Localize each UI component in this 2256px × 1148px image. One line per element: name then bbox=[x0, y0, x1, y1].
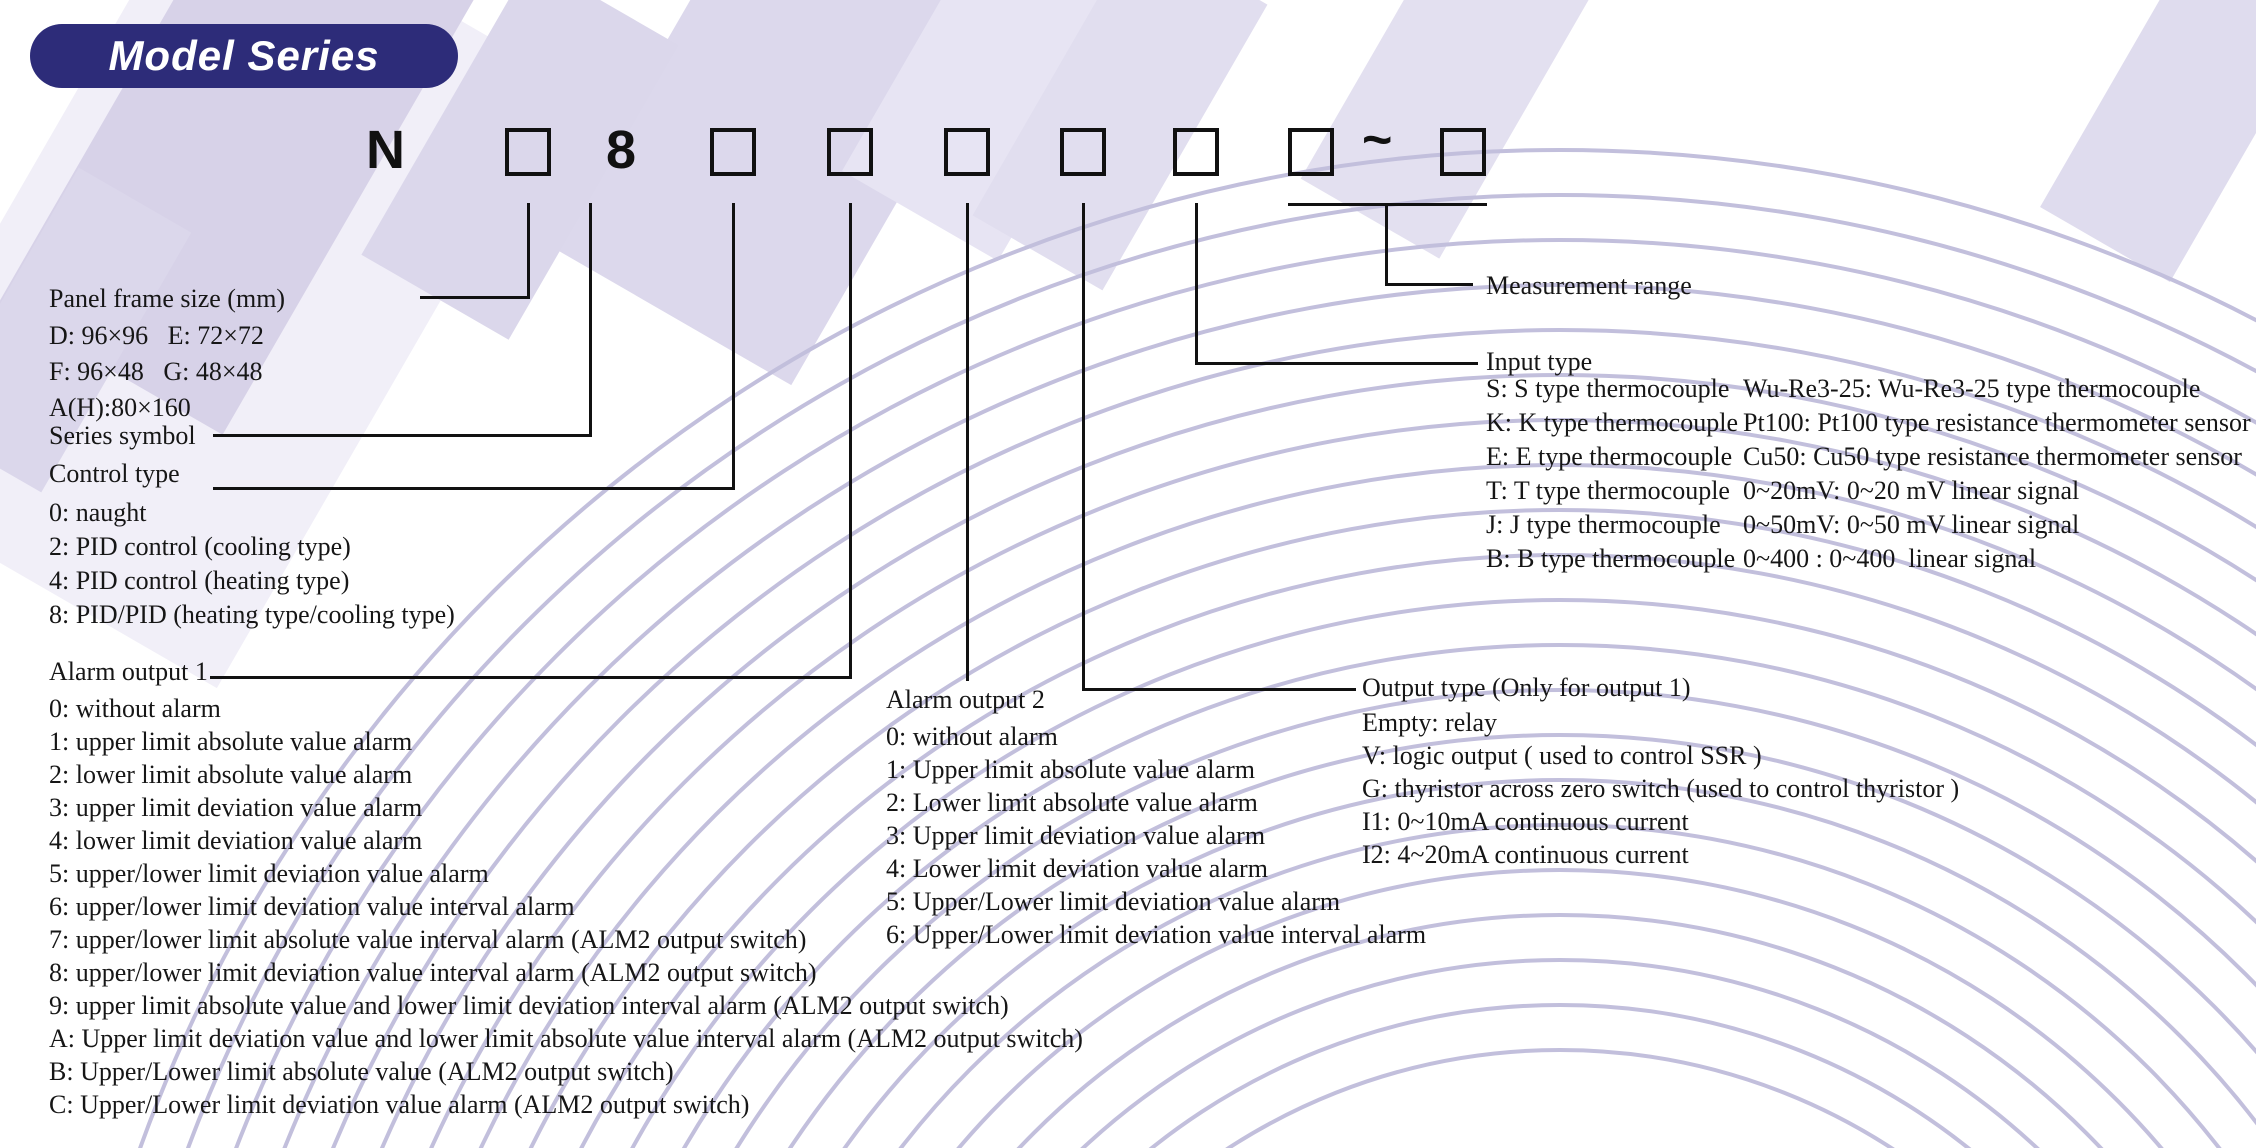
series-symbol-label: Series symbol bbox=[49, 421, 196, 450]
list-item: 0~20mV: 0~20 mV linear signal bbox=[1743, 476, 2080, 505]
connector-line bbox=[1195, 203, 1198, 365]
model-series-badge: Model Series bbox=[30, 24, 458, 88]
list-item: 0: naught bbox=[49, 498, 147, 527]
list-item: 6: Upper/Lower limit deviation value int… bbox=[886, 920, 1427, 949]
list-item: 4: lower limit deviation value alarm bbox=[49, 826, 423, 855]
connector-line bbox=[589, 203, 592, 437]
connector-line bbox=[849, 203, 852, 679]
connector-line bbox=[210, 676, 852, 679]
list-item: G: thyristor across zero switch (used to… bbox=[1362, 774, 1960, 803]
list-item: 0~50mV: 0~50 mV linear signal bbox=[1743, 510, 2080, 539]
connector-line bbox=[1385, 203, 1388, 286]
list-item: I1: 0~10mA continuous current bbox=[1362, 807, 1689, 836]
connector-line bbox=[213, 487, 735, 490]
list-item: 8: PID/PID (heating type/cooling type) bbox=[49, 600, 455, 629]
control-type-options: 0: naught 2: PID control (cooling type) 4:… bbox=[49, 496, 455, 632]
list-item: 0: without alarm bbox=[49, 694, 221, 723]
connector-line bbox=[213, 434, 592, 437]
list-item: 9: upper limit absolute value and lower … bbox=[49, 991, 1009, 1020]
model-code-fixed-digit: 8 bbox=[606, 120, 637, 180]
model-code-box-range-low bbox=[1288, 128, 1334, 176]
list-item: 1: Upper limit absolute value alarm bbox=[886, 755, 1255, 784]
connector-line bbox=[1385, 283, 1473, 286]
connector-line bbox=[1195, 362, 1478, 365]
list-item: 1: upper limit absolute value alarm bbox=[49, 727, 413, 756]
connector-line bbox=[1082, 203, 1085, 691]
list-item: 5: upper/lower limit deviation value ala… bbox=[49, 859, 489, 888]
alarm-output-2-options: 0: without alarm 1: Upper limit absolute … bbox=[886, 720, 1426, 951]
list-item: C: Upper/Lower limit deviation value ala… bbox=[49, 1090, 750, 1119]
alarm-output-1-options: 0: without alarm 1: upper limit absolute … bbox=[49, 692, 1083, 1121]
list-item: 0: without alarm bbox=[886, 722, 1058, 751]
list-item: 0~400 : 0~400 linear signal bbox=[1743, 544, 2037, 573]
model-code-box-range-high bbox=[1440, 128, 1486, 176]
connector-line bbox=[527, 203, 530, 299]
measurement-range-label: Measurement range bbox=[1486, 271, 1692, 300]
list-item: B: B type thermocouple bbox=[1486, 544, 1736, 573]
list-item: 2: lower limit absolute value alarm bbox=[49, 760, 413, 789]
input-type-options-left: S: S type thermocouple K: K type thermoco… bbox=[1486, 372, 1738, 576]
list-item: S: S type thermocouple bbox=[1486, 374, 1730, 403]
model-code-separator: ~ bbox=[1362, 111, 1393, 169]
model-code-box-panel-size bbox=[505, 128, 551, 176]
alarm-output-2-label: Alarm output 2 bbox=[886, 685, 1045, 714]
list-item: I2: 4~20mA continuous current bbox=[1362, 840, 1689, 869]
connector-line bbox=[1082, 688, 1356, 691]
list-item: K: K type thermocouple bbox=[1486, 408, 1738, 437]
list-item: J: J type thermocouple bbox=[1486, 510, 1721, 539]
model-code-box-alarm-output-1 bbox=[827, 128, 873, 176]
list-item: V: logic output ( used to control SSR ) bbox=[1362, 741, 1762, 770]
list-item: F: 96×48 G: 48×48 bbox=[49, 357, 263, 386]
connector-line bbox=[420, 296, 530, 299]
list-item: 6: upper/lower limit deviation value int… bbox=[49, 892, 575, 921]
output-type-label: Output type (Only for output 1) bbox=[1362, 673, 1691, 702]
model-code-box-input-type bbox=[1173, 128, 1219, 176]
list-item: Empty: relay bbox=[1362, 708, 1498, 737]
panel-frame-size-label: Panel frame size (mm) bbox=[49, 284, 286, 313]
connector-line bbox=[966, 203, 969, 681]
list-item: A(H):80×160 bbox=[49, 393, 191, 422]
model-code-box-alarm-output-2 bbox=[944, 128, 990, 176]
output-type-options: Empty: relay V: logic output ( used to co… bbox=[1362, 706, 1959, 871]
list-item: Pt100: Pt100 type resistance thermometer… bbox=[1743, 408, 2251, 437]
list-item: 2: PID control (cooling type) bbox=[49, 532, 351, 561]
list-item: 4: Lower limit deviation value alarm bbox=[886, 854, 1268, 883]
list-item: 3: upper limit deviation value alarm bbox=[49, 793, 423, 822]
model-code-prefix: N bbox=[366, 120, 405, 180]
list-item: 4: PID control (heating type) bbox=[49, 566, 350, 595]
model-code-box-output-type bbox=[1060, 128, 1106, 176]
control-type-label: Control type bbox=[49, 459, 180, 488]
list-item: 3: Upper limit deviation value alarm bbox=[886, 821, 1266, 850]
list-item: B: Upper/Lower limit absolute value (ALM… bbox=[49, 1057, 674, 1086]
list-item: E: E type thermocouple bbox=[1486, 442, 1733, 471]
list-item: 5: Upper/Lower limit deviation value ala… bbox=[886, 887, 1341, 916]
connector-line bbox=[732, 203, 735, 490]
list-item: T: T type thermocouple bbox=[1486, 476, 1730, 505]
list-item: 7: upper/lower limit absolute value inte… bbox=[49, 925, 807, 954]
list-item: Cu50: Cu50 type resistance thermometer s… bbox=[1743, 442, 2242, 471]
alarm-output-1-label: Alarm output 1 bbox=[49, 657, 208, 686]
input-type-label: Input type bbox=[1486, 347, 1593, 376]
list-item: D: 96×96 E: 72×72 bbox=[49, 321, 264, 350]
list-item: 8: upper/lower limit deviation value int… bbox=[49, 958, 817, 987]
model-series-badge-label: Model Series bbox=[108, 32, 380, 79]
list-item: A: Upper limit deviation value and lower… bbox=[49, 1024, 1083, 1053]
list-item: 2: Lower limit absolute value alarm bbox=[886, 788, 1258, 817]
list-item: Wu-Re3-25: Wu-Re3-25 type thermocouple bbox=[1743, 374, 2201, 403]
model-code-box-control-type bbox=[710, 128, 756, 176]
